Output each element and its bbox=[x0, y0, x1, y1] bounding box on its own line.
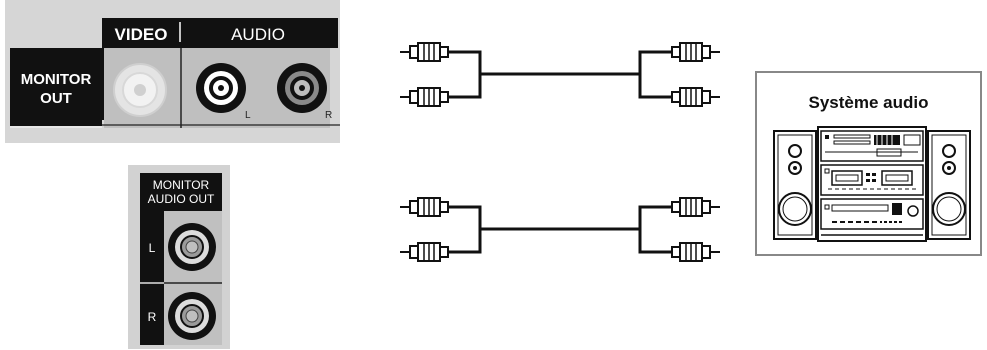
right-speaker-icon bbox=[927, 130, 971, 240]
audio-right-jack bbox=[277, 63, 327, 113]
audio-left-jack bbox=[196, 63, 246, 113]
side-connector-panel: MONITOR AUDIO OUT L R bbox=[128, 165, 230, 349]
audio-system-title: Système audio bbox=[808, 93, 929, 112]
rca-cables bbox=[390, 30, 740, 330]
stereo-unit-icon bbox=[817, 126, 927, 242]
audio-label: AUDIO bbox=[231, 25, 285, 44]
side-left-channel-label: L bbox=[149, 241, 156, 255]
monitor-audio-out-label-line2: AUDIO OUT bbox=[148, 192, 215, 206]
cable-set-bottom bbox=[400, 198, 720, 261]
top-left-channel-label: L bbox=[245, 110, 251, 121]
monitor-out-label-line1: MONITOR bbox=[21, 71, 92, 88]
monitor-out-label-line2: OUT bbox=[40, 90, 72, 107]
monitor-audio-right-jack bbox=[168, 292, 216, 340]
side-right-channel-label: R bbox=[148, 310, 157, 324]
top-right-channel-label: R bbox=[325, 110, 332, 121]
video-jack bbox=[113, 63, 167, 117]
monitor-audio-out-label-line1: MONITOR bbox=[153, 178, 210, 192]
left-speaker-icon bbox=[773, 130, 817, 240]
monitor-audio-left-jack bbox=[168, 223, 216, 271]
top-connector-panel: VIDEO AUDIO MONITOR OUT L R bbox=[5, 0, 340, 143]
stereo-system-icon bbox=[773, 126, 971, 242]
video-label: VIDEO bbox=[115, 25, 168, 44]
cable-set-top bbox=[400, 43, 720, 106]
